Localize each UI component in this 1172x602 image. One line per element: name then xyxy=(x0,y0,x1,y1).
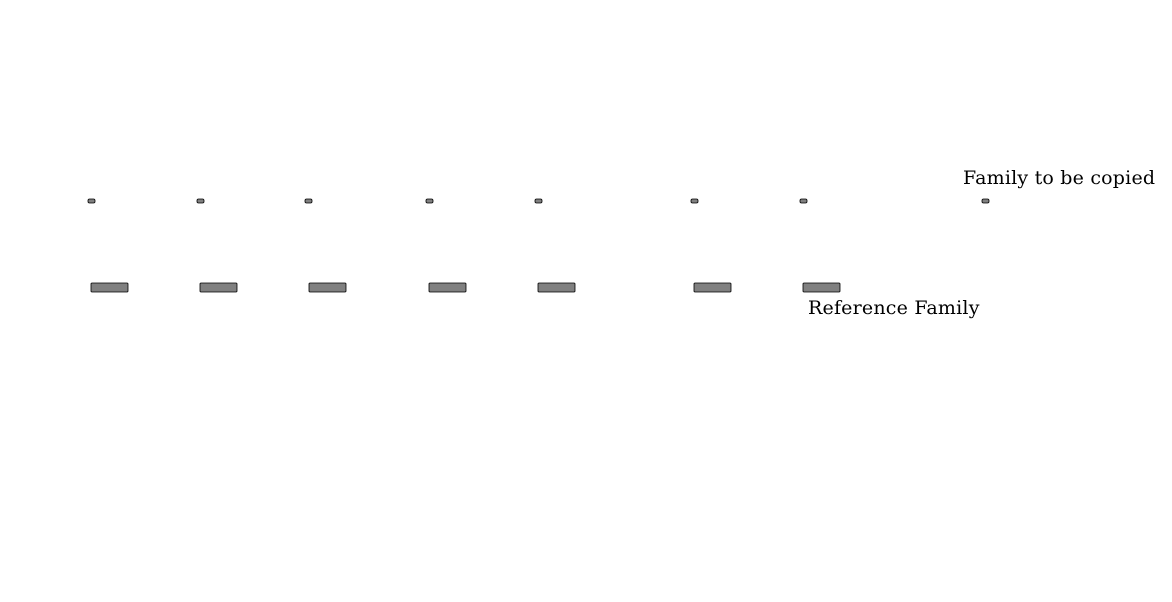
copied-family-element[interactable] xyxy=(690,198,699,204)
reference-family-label: Reference Family xyxy=(808,297,980,319)
reference-family-element[interactable] xyxy=(693,282,732,293)
reference-family-element[interactable] xyxy=(308,282,347,293)
reference-family-element[interactable] xyxy=(428,282,467,293)
copied-family-element[interactable] xyxy=(87,198,96,204)
copied-family-element[interactable] xyxy=(981,198,990,204)
family-to-be-copied-label: Family to be copied xyxy=(963,167,1156,189)
copied-family-element[interactable] xyxy=(425,198,434,204)
reference-family-element[interactable] xyxy=(90,282,129,293)
copied-family-element[interactable] xyxy=(196,198,205,204)
copied-family-element[interactable] xyxy=(304,198,313,204)
reference-family-element[interactable] xyxy=(802,282,841,293)
reference-family-element[interactable] xyxy=(199,282,238,293)
copied-family-element[interactable] xyxy=(534,198,543,204)
reference-family-element[interactable] xyxy=(537,282,576,293)
copied-family-element[interactable] xyxy=(799,198,808,204)
